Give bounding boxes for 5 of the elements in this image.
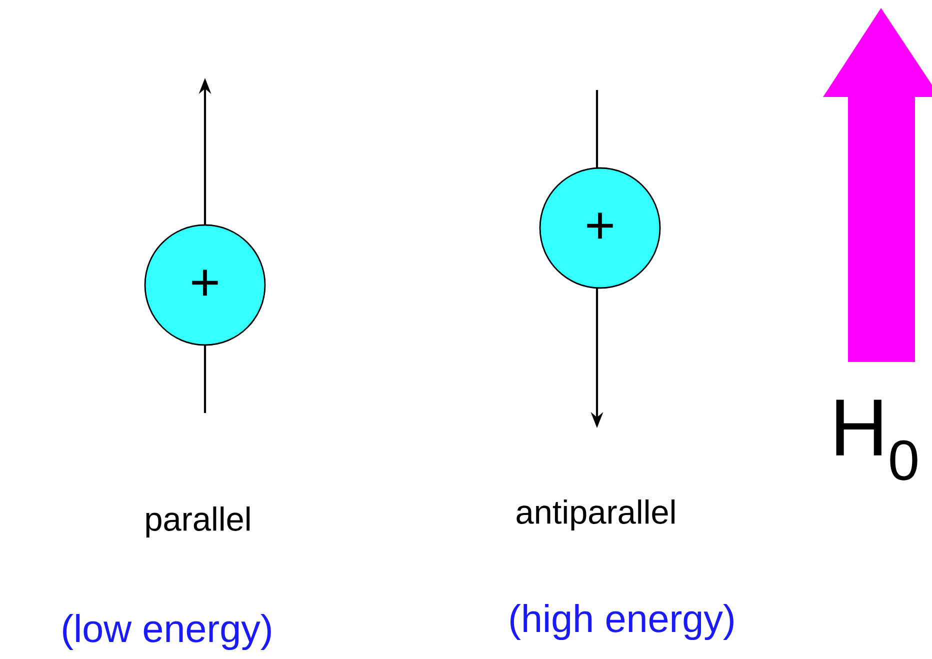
- field-label: H$_{0}$: [836, 400, 918, 480]
- caption-text: (low energy): [63, 614, 271, 650]
- caption-text: antiparallel: [516, 499, 674, 531]
- caption-text: (high energy): [510, 604, 734, 640]
- caption-text: parallel: [146, 506, 250, 538]
